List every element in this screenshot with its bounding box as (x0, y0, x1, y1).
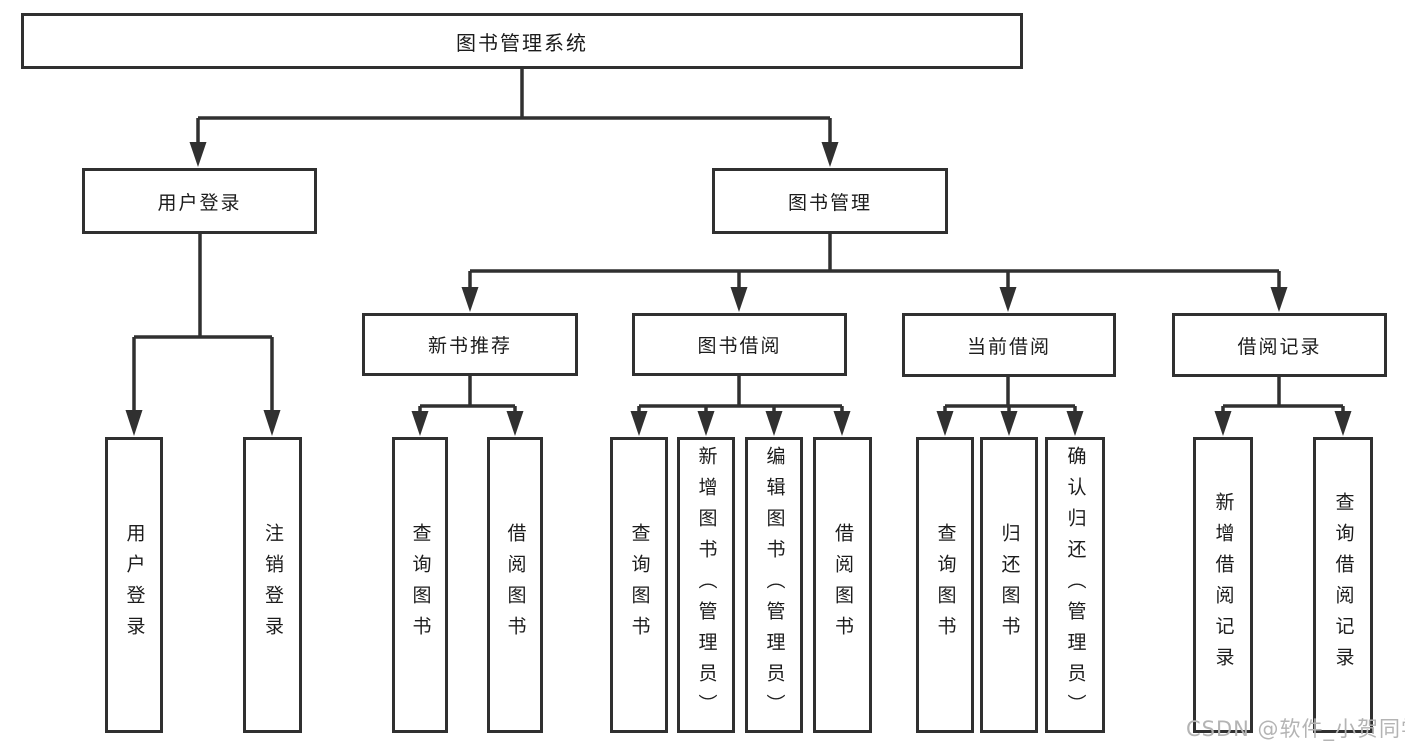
node-br-query-borrow-record: 查询借阅记录 (1313, 437, 1373, 733)
node-bb-edit-books-admin: 编辑图书（管理员） (745, 437, 803, 733)
node-user-login: 用户登录 (105, 437, 163, 733)
csdn-watermark: CSDN @软件_小贺同学 (1186, 717, 1405, 741)
node-cb-query-books: 查询图书 (916, 437, 974, 733)
node-rec-borrow-books: 借阅图书 (487, 437, 543, 733)
node-br-add-borrow-record: 新增借阅记录 (1193, 437, 1253, 733)
node-user-login-group: 用户登录 (82, 168, 317, 234)
node-borrowing-records: 借阅记录 (1172, 313, 1387, 377)
node-library-management-system: 图书管理系统 (21, 13, 1023, 69)
node-new-book-recommendation: 新书推荐 (362, 313, 578, 376)
node-cb-confirm-return-admin: 确认归还（管理员） (1045, 437, 1105, 733)
node-bb-borrow-books: 借阅图书 (813, 437, 872, 733)
node-book-management: 图书管理 (712, 168, 948, 234)
arrowheads (125, 142, 1352, 436)
node-bb-add-books-admin: 新增图书（管理员） (677, 437, 735, 733)
node-logout: 注销登录 (243, 437, 302, 733)
node-current-borrowing: 当前借阅 (902, 313, 1116, 377)
node-bb-query-books: 查询图书 (610, 437, 668, 733)
node-rec-query-books: 查询图书 (392, 437, 448, 733)
node-book-borrowing: 图书借阅 (632, 313, 847, 376)
node-cb-return-books: 归还图书 (980, 437, 1038, 733)
